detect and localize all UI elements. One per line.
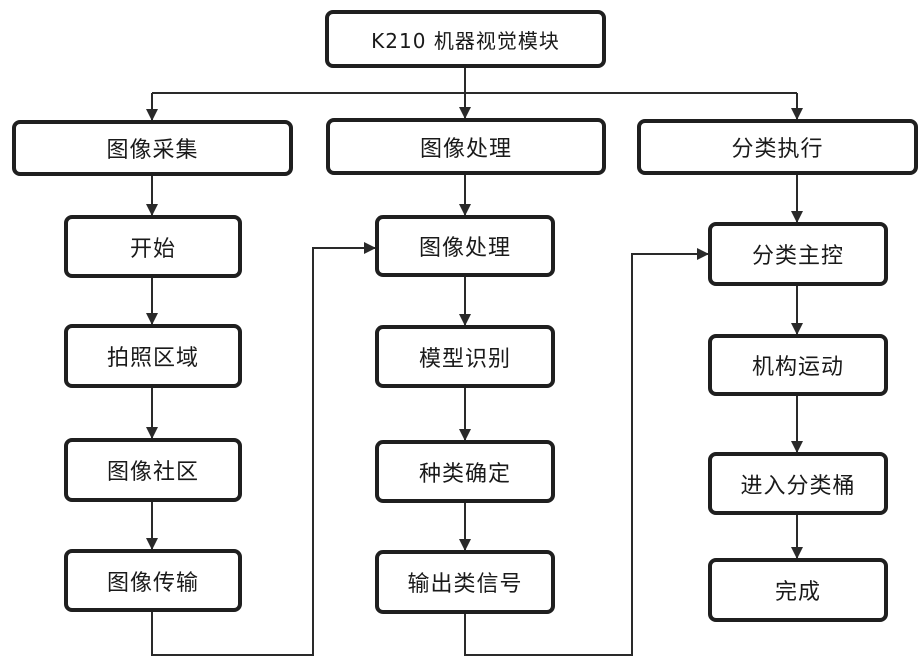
step-node-label: 完成 xyxy=(774,580,821,605)
step-node: 开始 xyxy=(64,215,242,278)
header-node-label: 图像采集 xyxy=(106,138,199,163)
root-node: K210 机器视觉模块 xyxy=(325,10,606,68)
step-node: 进入分类桶 xyxy=(708,452,888,515)
step-node: 图像传输 xyxy=(64,549,242,612)
step-node-label: 机构运动 xyxy=(751,355,844,380)
step-node: 拍照区域 xyxy=(64,324,242,388)
step-node-label: 分类主控 xyxy=(751,244,844,269)
step-node-label: 种类确定 xyxy=(418,461,511,487)
step-node-label: 输出类信号 xyxy=(407,572,523,597)
header-node-label: 图像处理 xyxy=(419,136,512,162)
header-node-execution: 分类执行 xyxy=(637,119,918,175)
step-node-label: 图像社区 xyxy=(106,460,199,485)
arrow-transfer-to-processing xyxy=(151,242,376,656)
step-node-label: 拍照区域 xyxy=(106,346,199,371)
header-node-label: 分类执行 xyxy=(731,137,824,162)
header-node-acquisition: 图像采集 xyxy=(12,120,293,176)
step-node-label: 开始 xyxy=(129,236,176,262)
step-node: 机构运动 xyxy=(708,334,888,396)
step-node-label: 模型识别 xyxy=(418,346,511,372)
step-node: 图像处理 xyxy=(375,215,555,277)
step-node: 模型识别 xyxy=(375,325,555,388)
root-node-label: K210 机器视觉模块 xyxy=(371,28,560,53)
step-node-label: 进入分类桶 xyxy=(740,473,856,499)
step-node-label: 图像处理 xyxy=(418,236,511,261)
header-node-processing: 图像处理 xyxy=(326,118,606,175)
step-node: 分类主控 xyxy=(708,222,888,286)
step-node: 图像社区 xyxy=(64,438,242,502)
arrow-output-to-controller xyxy=(464,248,709,656)
step-node: 输出类信号 xyxy=(375,550,555,614)
step-node: 完成 xyxy=(708,558,888,622)
step-node-label: 图像传输 xyxy=(106,570,199,596)
step-node: 种类确定 xyxy=(375,440,555,503)
